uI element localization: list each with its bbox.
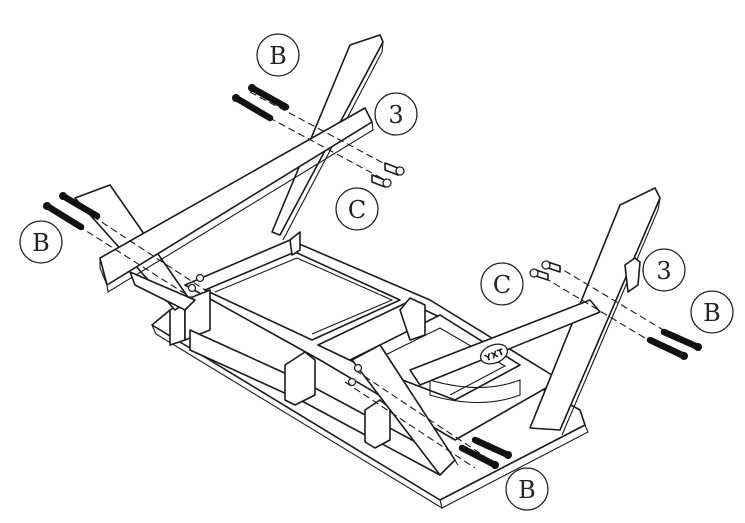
bolts-top — [232, 84, 290, 122]
callout-3-right: 3 — [642, 248, 686, 292]
svg-text:B: B — [32, 229, 50, 257]
barrel-nuts-top — [371, 162, 405, 188]
callout-b-bottom: B — [505, 467, 549, 511]
storage-frame — [169, 231, 561, 476]
svg-text:C: C — [348, 196, 366, 224]
svg-text:B: B — [269, 42, 287, 70]
barrel-nuts-right — [529, 260, 561, 281]
right-leg-assembly — [351, 187, 661, 476]
callout-b-top: B — [256, 33, 300, 77]
bolts-left — [43, 192, 101, 231]
callout-3-top: 3 — [374, 92, 418, 136]
svg-text:B: B — [703, 299, 721, 327]
brand-logo: YXT — [479, 343, 509, 365]
svg-text:3: 3 — [656, 257, 671, 285]
callout-b-right: B — [690, 290, 734, 334]
left-leg-assembly — [74, 34, 384, 311]
bolts-bottom — [458, 436, 512, 469]
svg-text:B: B — [518, 476, 536, 504]
callout-b-left: B — [19, 220, 63, 264]
barrel-nuts-left — [187, 273, 205, 293]
svg-text:3: 3 — [388, 101, 403, 129]
svg-text:C: C — [493, 271, 511, 299]
callout-c-right: C — [480, 262, 524, 306]
bolts-right — [646, 328, 702, 360]
barrel-nuts-bottom — [347, 363, 363, 387]
callout-c-top: C — [335, 187, 379, 231]
